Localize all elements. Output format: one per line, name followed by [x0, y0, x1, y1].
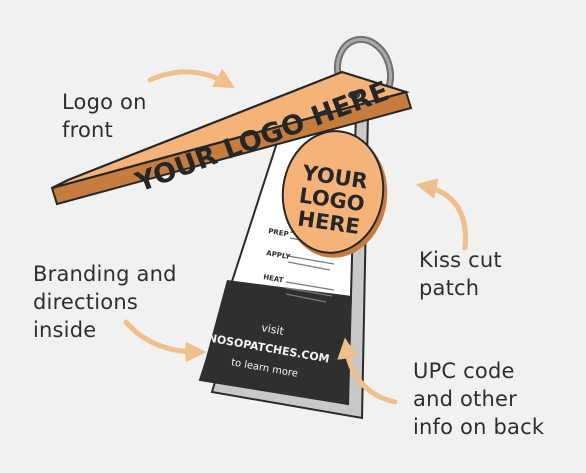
callout-logo-front: Logo on front — [62, 88, 147, 144]
callout-upc-line-1: UPC code — [413, 359, 515, 383]
callout-branding-line-1: Branding and — [33, 262, 177, 286]
patch-logo: YOUR LOGO HERE — [296, 161, 369, 239]
step-heat: HEAT — [263, 273, 285, 284]
arrow-kiss-cut-icon — [415, 178, 468, 251]
cta-visit: visit — [260, 321, 285, 338]
callout-branding-line-3: inside — [33, 318, 97, 342]
callout-branding-line-2: directions — [33, 290, 138, 314]
callout-kiss-cut: Kiss cut patch — [419, 246, 502, 302]
card-lines — [285, 231, 337, 303]
step-prep: PREP — [268, 227, 290, 238]
callout-upc-line-2: and other — [413, 387, 517, 411]
arrow-upc-icon — [337, 337, 398, 405]
callout-branding: Branding and directions inside — [33, 260, 177, 344]
strip-hole — [348, 91, 360, 99]
arrow-branding-icon — [123, 319, 207, 363]
callout-upc-line-3: info on back — [413, 415, 545, 439]
front-strip — [50, 70, 413, 206]
callout-kiss-cut-line-2: patch — [419, 276, 480, 300]
callout-logo-front-line-2: front — [62, 118, 113, 142]
card-dark-panel — [200, 280, 352, 404]
arrow-logo-front-icon — [147, 68, 236, 89]
callout-kiss-cut-line-1: Kiss cut — [419, 248, 502, 272]
callout-upc: UPC code and other info on back — [413, 357, 544, 441]
kiss-cut-patch — [281, 130, 388, 258]
callout-logo-front-line-1: Logo on — [62, 90, 147, 114]
